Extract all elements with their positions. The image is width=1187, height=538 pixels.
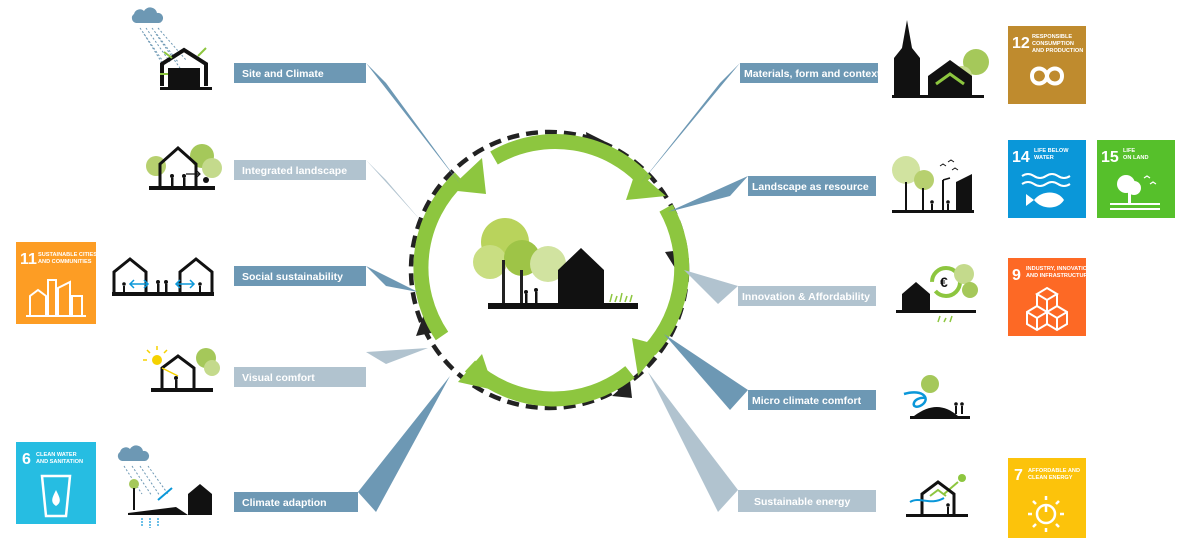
euro-cycle-house-icon: € xyxy=(896,264,978,323)
svg-text:12: 12 xyxy=(1012,35,1030,52)
green-cycle-arrows xyxy=(413,134,690,407)
label-landscape-resource-text: Landscape as resource xyxy=(752,181,869,193)
fish-icon xyxy=(1026,192,1064,208)
label-innovation-affordability-text: Innovation & Affordability xyxy=(742,291,870,303)
svg-text:ON LAND: ON LAND xyxy=(1123,155,1148,161)
label-materials-form-context xyxy=(740,63,878,83)
label-sustainable-energy xyxy=(738,490,876,512)
label-landscape-resource xyxy=(748,176,876,196)
svg-text:WATER: WATER xyxy=(1034,155,1054,161)
sdg-15-tile: 15 LIFE ON LAND xyxy=(1097,140,1175,218)
svg-text:9: 9 xyxy=(1012,267,1021,284)
label-social-sustainability xyxy=(234,266,366,286)
svg-text:AND COMMUNITIES: AND COMMUNITIES xyxy=(38,259,92,265)
svg-text:INDUSTRY, INNOVATION: INDUSTRY, INNOVATION xyxy=(1026,266,1091,272)
svg-text:15: 15 xyxy=(1101,149,1119,166)
label-integrated-landscape xyxy=(234,160,366,180)
svg-text:RESPONSIBLE: RESPONSIBLE xyxy=(1032,34,1072,40)
sun-house-icon xyxy=(143,346,220,392)
city-buildings-icon xyxy=(26,279,86,317)
svg-text:SUSTAINABLE CITIES: SUSTAINABLE CITIES xyxy=(38,252,97,258)
svg-text:14: 14 xyxy=(1012,149,1030,166)
sdg-9-tile: 9 INDUSTRY, INNOVATION AND INFRASTRUCTUR… xyxy=(1008,258,1092,336)
two-houses-people-icon xyxy=(112,257,214,296)
solar-house-icon xyxy=(906,474,968,517)
svg-text:CONSUMPTION: CONSUMPTION xyxy=(1032,41,1074,47)
svg-text:6: 6 xyxy=(22,451,31,468)
label-site-climate xyxy=(234,63,366,83)
euro-symbol: € xyxy=(940,274,948,290)
house-with-trees-icon xyxy=(473,218,638,309)
cubes-icon xyxy=(1026,286,1068,332)
label-social-sustainability-text: Social sustainability xyxy=(242,271,343,283)
church-house-icon xyxy=(892,20,989,98)
svg-text:LIFE: LIFE xyxy=(1123,148,1135,154)
infinity-icon xyxy=(1029,66,1065,86)
svg-text:7: 7 xyxy=(1014,467,1023,484)
power-sun-icon xyxy=(1028,496,1064,532)
trees-streetlight-icon xyxy=(892,156,974,213)
rain-runoff-icon xyxy=(117,445,212,528)
svg-text:CLEAN ENERGY: CLEAN ENERGY xyxy=(1028,475,1073,481)
svg-text:11: 11 xyxy=(20,251,37,268)
sdg-11-tile: 11 SUSTAINABLE CITIES AND COMMUNITIES xyxy=(16,242,97,324)
label-site-climate-text: Site and Climate xyxy=(242,68,324,80)
label-sustainable-energy-text: Sustainable energy xyxy=(754,496,850,508)
svg-text:AND INFRASTRUCTURE: AND INFRASTRUCTURE xyxy=(1026,273,1092,279)
rain-house-icon xyxy=(131,7,212,90)
sdg-6-tile: 6 CLEAN WATER AND SANITATION xyxy=(16,442,96,524)
svg-text:AND SANITATION: AND SANITATION xyxy=(36,459,83,465)
label-integrated-landscape-text: Integrated landscape xyxy=(242,165,347,177)
label-materials-form-context-text: Materials, form and context xyxy=(744,68,881,80)
water-glass-icon xyxy=(40,474,72,518)
sdg-14-tile: 14 LIFE BELOW WATER xyxy=(1008,140,1086,218)
label-micro-climate-comfort xyxy=(748,390,876,410)
label-visual-comfort-text: Visual comfort xyxy=(242,372,315,384)
sdg-12-tile: 12 RESPONSIBLE CONSUMPTION AND PRODUCTIO… xyxy=(1008,26,1086,104)
connectors xyxy=(358,63,748,512)
tree-birds-icon xyxy=(1110,175,1160,210)
wind-shelter-icon xyxy=(903,375,970,419)
label-climate-adaption xyxy=(234,492,358,512)
label-visual-comfort xyxy=(234,367,366,387)
svg-text:CLEAN WATER: CLEAN WATER xyxy=(36,452,77,458)
label-micro-climate-comfort-text: Micro climate comfort xyxy=(752,395,862,407)
label-climate-adaption-text: Climate adaption xyxy=(242,497,327,509)
svg-text:LIFE BELOW: LIFE BELOW xyxy=(1034,148,1069,154)
label-innovation-affordability xyxy=(738,286,876,306)
landscape-house-icon xyxy=(146,144,222,190)
svg-text:AFFORDABLE AND: AFFORDABLE AND xyxy=(1028,468,1080,474)
sdg-7-tile: 7 AFFORDABLE AND CLEAN ENERGY xyxy=(1008,458,1086,538)
waves-icon xyxy=(1021,173,1071,187)
svg-text:AND PRODUCTION: AND PRODUCTION xyxy=(1032,48,1083,54)
